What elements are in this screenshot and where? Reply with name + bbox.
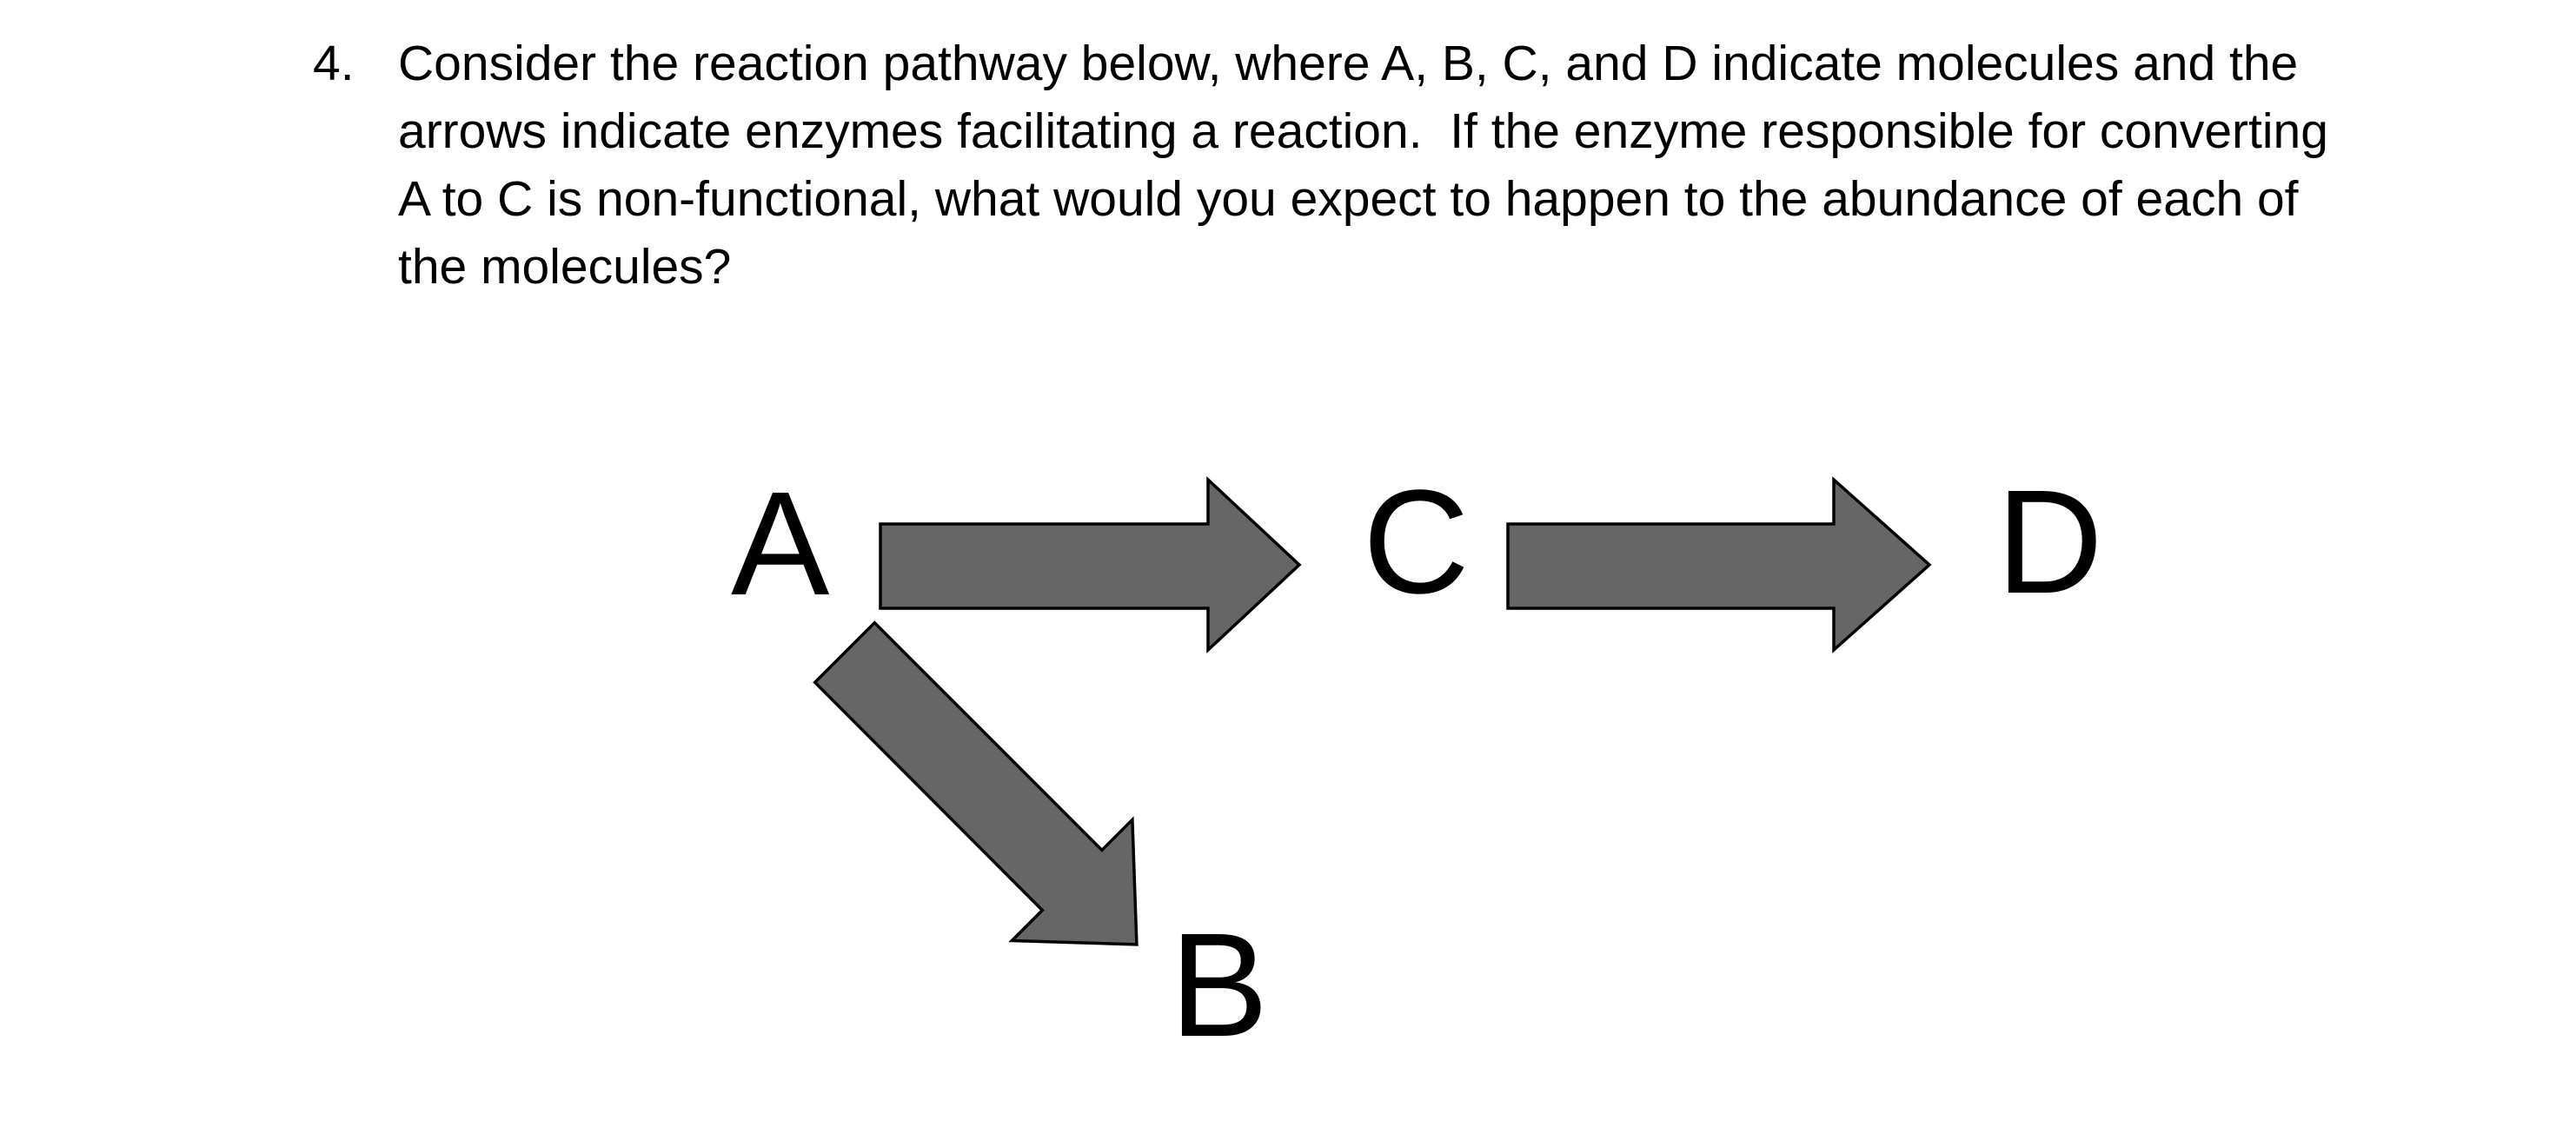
arrow-c-to-d-icon (1506, 476, 1932, 653)
molecule-label-b: B (1170, 903, 1269, 1068)
question-text: Consider the reaction pathway below, whe… (398, 30, 2328, 301)
question-line-2: arrows indicate enzymes facilitating a r… (398, 103, 2328, 159)
question-line-1: Consider the reaction pathway below, whe… (398, 36, 2299, 91)
molecule-label-d: D (1996, 460, 2103, 625)
molecule-label-a: A (731, 461, 830, 627)
arrow-a-to-b-icon (813, 620, 1139, 946)
arrow-a-to-c-icon (879, 475, 1302, 654)
question-line-4: the molecules? (398, 239, 732, 295)
question-line-3: A to C is non-functional, what would you… (398, 171, 2299, 227)
molecule-label-c: C (1363, 460, 1470, 625)
question-number: 4. (313, 36, 355, 91)
